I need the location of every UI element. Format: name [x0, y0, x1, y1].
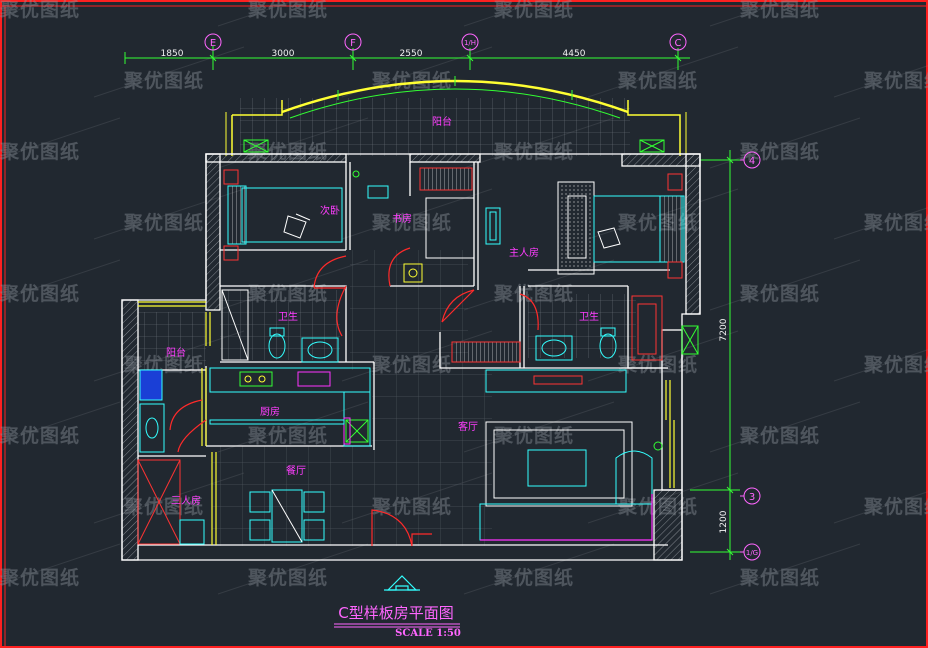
floor-tiles — [138, 98, 636, 546]
watermark-stroke — [833, 65, 928, 98]
svg-text:1/H: 1/H — [464, 39, 476, 47]
watermark-text: 聚优图纸 — [863, 495, 928, 518]
axis-bubble-1-g: 1/G — [743, 543, 761, 561]
svg-text:C: C — [675, 38, 682, 49]
room-label-dining-room: 餐厅 — [286, 464, 306, 477]
watermark-text: 聚优图纸 — [739, 282, 820, 305]
axis-bubble-e: E — [204, 33, 222, 51]
drawing-scale: SCALE 1:50 — [395, 628, 461, 639]
north-arrow — [384, 575, 420, 591]
watermark-text: 聚优图纸 — [0, 0, 80, 21]
room-label-third-bedroom: 三人房 — [171, 494, 201, 507]
svg-text:F: F — [350, 38, 356, 49]
svg-text:4: 4 — [749, 156, 755, 167]
watermark-stroke — [709, 401, 861, 453]
room-label-work-balcony: 阳台 — [166, 346, 186, 359]
watermark-text: 聚优图纸 — [863, 69, 928, 92]
watermark-text: 聚优图纸 — [493, 566, 574, 589]
watermark-text: 聚优图纸 — [123, 69, 204, 92]
axis-bubbles: E F 1/H C 4 3 1/G — [204, 33, 761, 561]
axis-bubble-f: F — [344, 33, 362, 51]
watermark-text: 聚优图纸 — [247, 566, 328, 589]
watermark-text: 聚优图纸 — [863, 211, 928, 234]
watermark-text: 聚优图纸 — [739, 0, 820, 21]
svg-text:3: 3 — [749, 492, 755, 503]
dimension-lines — [124, 46, 740, 560]
room-labels: 阳台 次卧 书房 主人房 卫生 卫生 阳台 厨房 客厅 餐厅 三人房 — [166, 115, 599, 507]
watermark-stroke — [709, 259, 861, 311]
watermark-text: 聚优图纸 — [863, 353, 928, 376]
room-label-master-bedroom: 主人房 — [509, 246, 539, 259]
watermark-stroke — [833, 207, 928, 240]
sofa-trim — [480, 494, 653, 541]
watermark-stroke — [0, 259, 121, 301]
drawing-title-block: C型样板房平面图 SCALE 1:50 — [334, 604, 461, 639]
room-label-study: 书房 — [392, 212, 412, 225]
watermark-text: 聚优图纸 — [493, 0, 574, 21]
watermark-stroke — [833, 491, 928, 524]
svg-text:1/G: 1/G — [746, 549, 758, 557]
balcony-outline — [225, 76, 687, 156]
watermark-text: 聚优图纸 — [371, 211, 452, 234]
windows — [138, 301, 675, 545]
watermark-text: 聚优图纸 — [617, 69, 698, 92]
watermark-stroke — [0, 0, 50, 17]
watermark-text: 聚优图纸 — [0, 282, 80, 305]
watermark-stroke — [709, 543, 861, 595]
axis-bubble-1-h: 1/H — [461, 33, 479, 51]
dimension-text: 1200 — [719, 510, 729, 533]
room-label-second-bedroom: 次卧 — [320, 204, 340, 217]
door-swings — [169, 247, 539, 547]
watermark-text: 聚优图纸 — [739, 566, 820, 589]
watermark-stroke — [217, 543, 369, 595]
walls — [121, 153, 701, 561]
watermark-text: 聚优图纸 — [247, 424, 328, 447]
dimension-text: 2550 — [400, 49, 423, 59]
axis-bubble-c: C — [669, 33, 687, 51]
watermark-text: 聚优图纸 — [0, 140, 80, 163]
dimension-text: 1850 — [161, 49, 184, 59]
bed-master-bedroom — [593, 195, 685, 263]
watermark-text: 聚优图纸 — [0, 424, 80, 447]
furniture — [137, 167, 699, 545]
watermark-stroke — [833, 349, 928, 382]
watermark-stroke — [0, 117, 121, 159]
room-label-living-room: 客厅 — [458, 420, 478, 433]
watermark-stroke — [709, 0, 790, 27]
watermark-text: 聚优图纸 — [123, 495, 204, 518]
watermark-stroke — [341, 188, 493, 240]
watermark-text: 聚优图纸 — [617, 353, 698, 376]
dimension-text: 4450 — [563, 49, 586, 59]
watermark-stroke — [217, 0, 298, 27]
dimension-text: 3000 — [272, 49, 295, 59]
watermark-stroke — [587, 330, 739, 382]
watermark-text: 聚优图纸 — [739, 424, 820, 447]
watermark-stroke — [93, 46, 245, 98]
watermark-text: 聚优图纸 — [123, 211, 204, 234]
watermark-stroke — [0, 401, 121, 443]
watermark-stroke — [463, 0, 544, 27]
watermark-text: 聚优图纸 — [493, 424, 574, 447]
watermark-stroke — [217, 401, 369, 453]
room-label-kitchen: 厨房 — [260, 405, 280, 418]
room-label-balcony: 阳台 — [432, 115, 452, 128]
svg-text:E: E — [210, 38, 216, 49]
axis-bubble-3: 3 — [743, 487, 761, 505]
watermark-stroke — [0, 543, 121, 585]
watermark-stroke — [463, 543, 615, 595]
watermark-stroke — [587, 46, 739, 98]
room-label-toilet-right: 卫生 — [579, 310, 599, 323]
dimension-text: 7200 — [719, 318, 729, 341]
watermark-text: 聚优图纸 — [0, 566, 80, 589]
dimension-labels: 1850 3000 2550 4450 7200 1200 — [161, 49, 729, 533]
room-label-toilet-left: 卫生 — [278, 310, 298, 323]
watermark-text: 聚优图纸 — [247, 0, 328, 21]
drawing-title: C型样板房平面图 — [338, 604, 453, 622]
